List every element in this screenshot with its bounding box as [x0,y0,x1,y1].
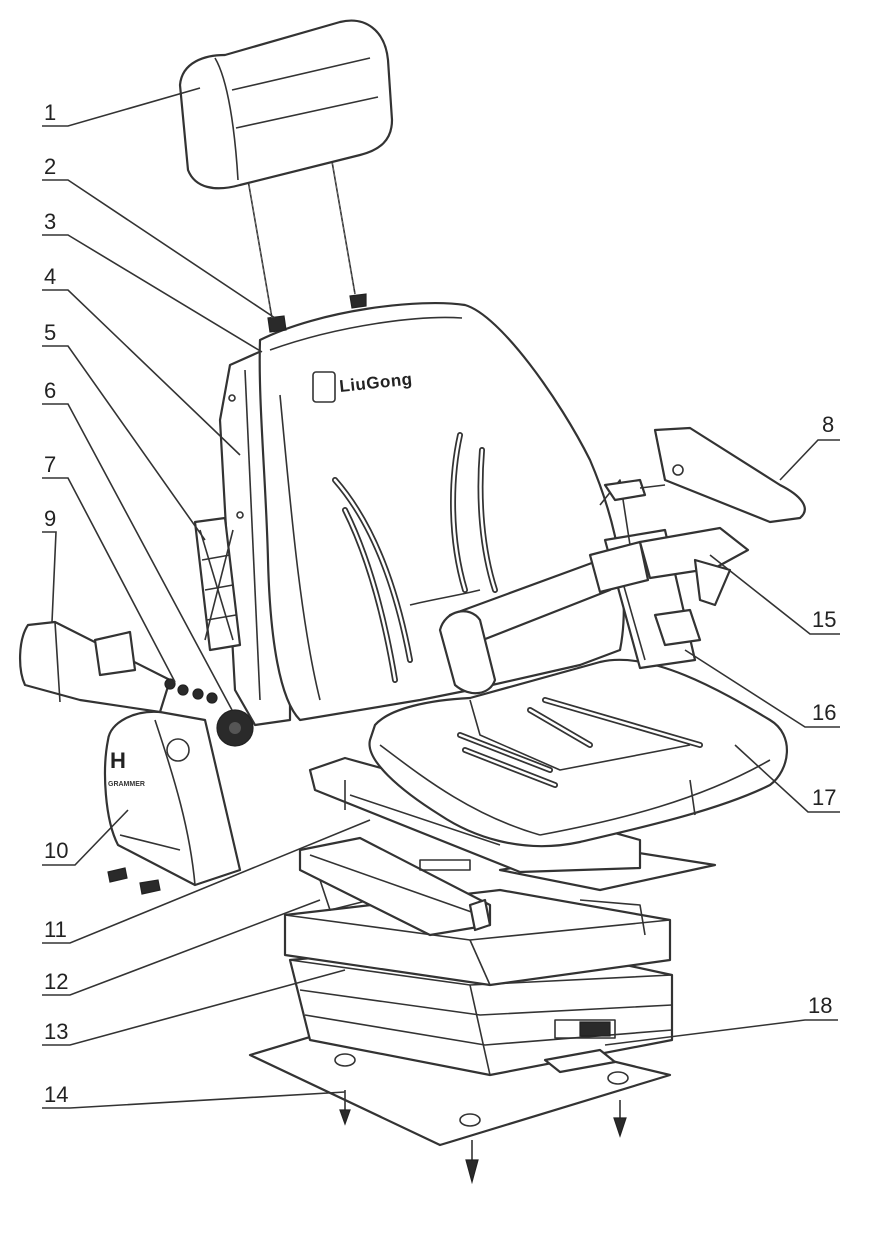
callout-5: 5 [44,320,56,345]
callout-2: 2 [44,154,56,179]
leader-12 [42,899,321,996]
part-3-backrest: LiuGong [258,301,625,722]
part-9-left-armrest [18,620,172,714]
part-7-lever [164,678,218,704]
leader-3 [42,234,263,353]
callout-4: 4 [44,264,56,289]
part-5-lumbar-knob [193,516,242,652]
leader-17 [734,744,840,813]
callout-10: 10 [44,838,68,863]
leader-16 [684,649,840,728]
callout-17: 17 [812,785,836,810]
leader-13 [42,969,346,1046]
badge-text: GRAMMER [108,781,145,788]
part-17-seat-cushion [368,658,788,848]
leader-15 [709,554,840,635]
leader-10 [42,809,129,866]
callout-9: 9 [44,506,56,531]
callout-6: 6 [44,378,56,403]
callout-labels: 1 2 3 4 5 6 7 8 9 10 11 12 13 14 15 16 1… [44,100,836,1107]
callout-16: 16 [812,700,836,725]
part-10-left-bracket: H GRAMMER [103,710,242,895]
leader-11 [42,819,371,944]
leader-7 [42,477,176,683]
leader-4 [42,289,241,456]
part-15-seat-belt [438,526,750,695]
leader-5 [42,345,206,541]
part-12-suspension-frame [283,869,672,987]
leader-2 [42,179,276,319]
leader-8 [779,439,840,481]
callout-8: 8 [822,412,834,437]
callout-1: 1 [44,100,56,125]
callout-18: 18 [808,993,832,1018]
part-2-guide-sleeves [267,293,367,333]
callout-13: 13 [44,1019,68,1044]
part-6-knob [216,709,254,747]
part-1-headrest [178,19,394,319]
leader-6 [42,403,233,711]
leader-9 [42,531,57,623]
callout-15: 15 [812,607,836,632]
leader-14 [42,1091,346,1109]
callout-14: 14 [44,1082,68,1107]
callout-12: 12 [44,969,68,994]
callout-3: 3 [44,209,56,234]
callout-11: 11 [44,917,67,942]
badge-letter: H [110,748,126,773]
leader-18 [604,1019,838,1046]
callout-7: 7 [44,452,56,477]
part-8-right-armrest [603,426,806,524]
leader-1 [42,87,201,127]
leader-lines [42,87,840,1109]
part-18-height-lever [579,1021,611,1037]
